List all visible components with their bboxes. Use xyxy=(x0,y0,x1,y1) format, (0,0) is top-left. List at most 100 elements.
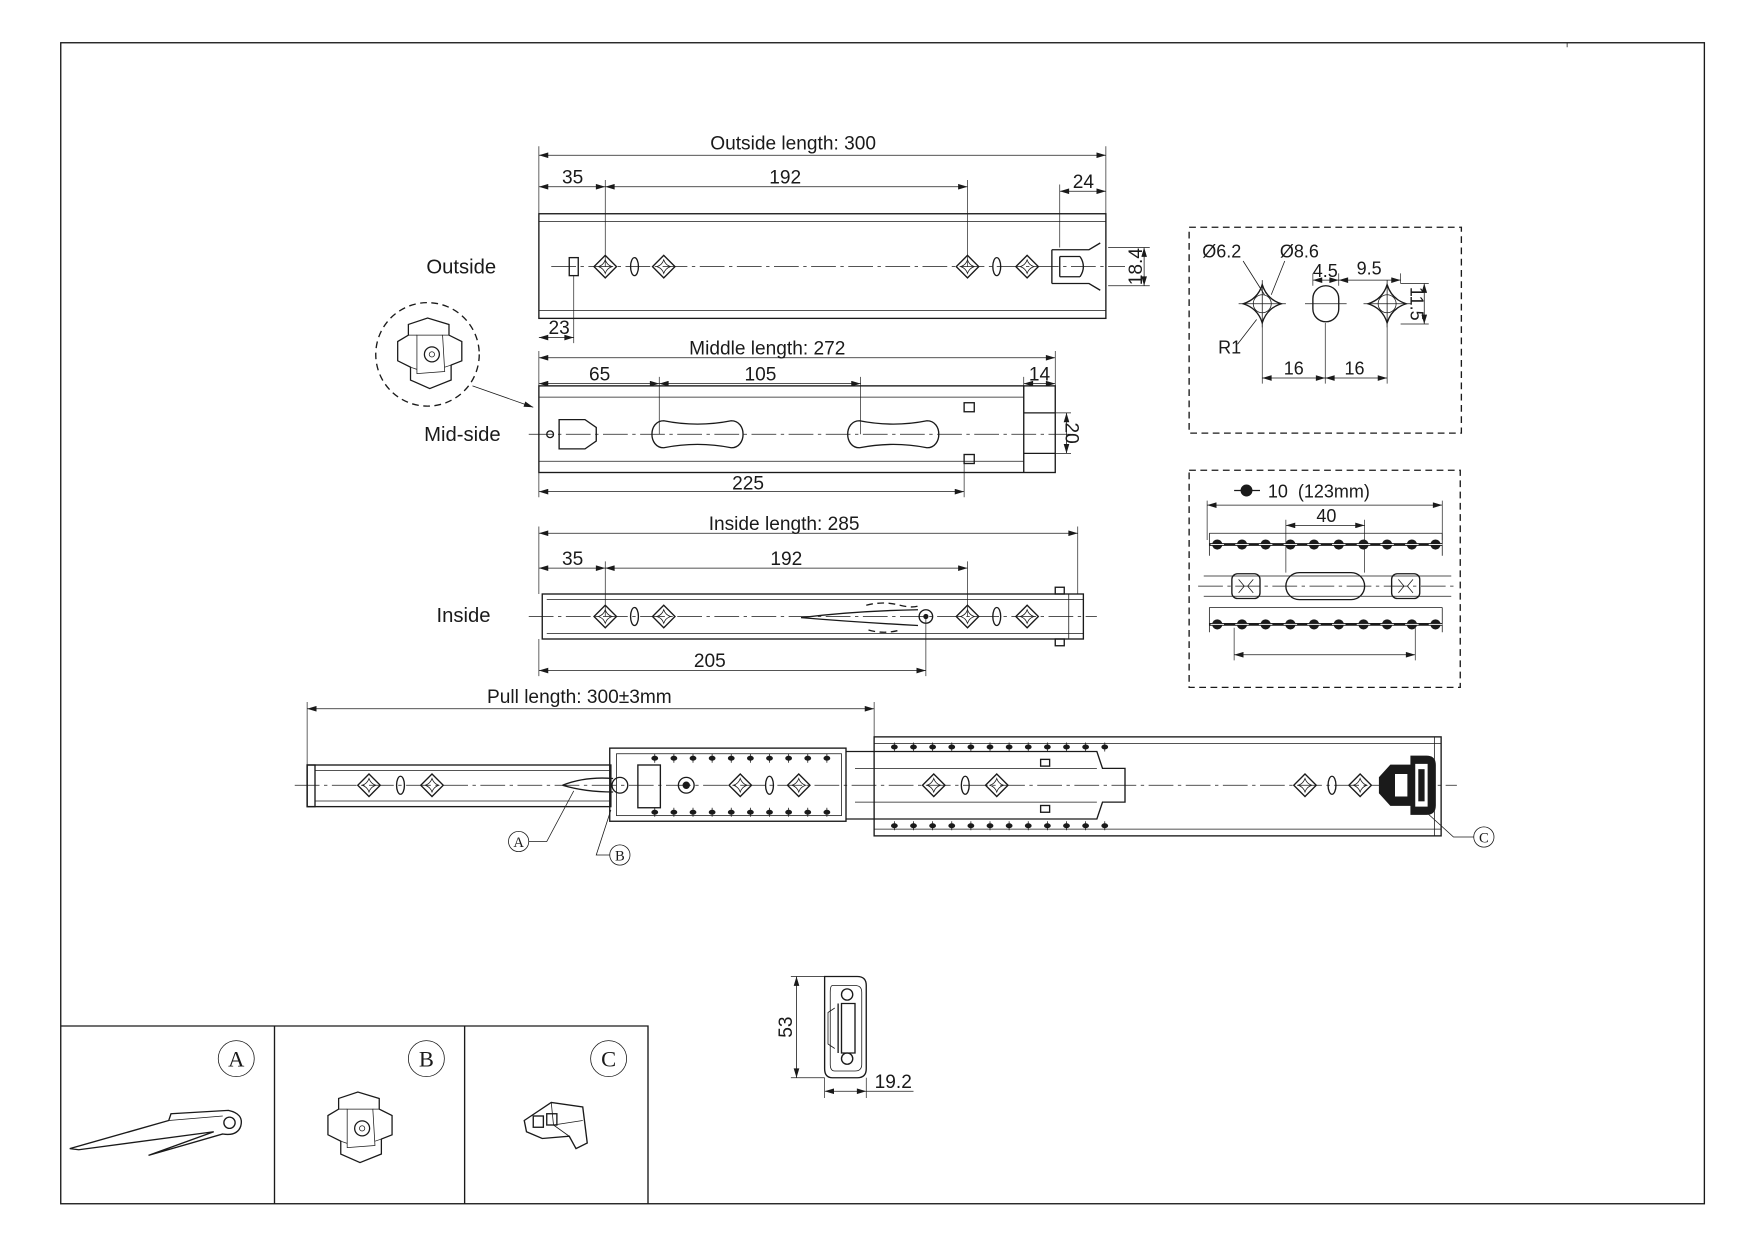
callout-c-letter: C xyxy=(1479,831,1489,847)
outside-dim-35: 35 xyxy=(562,167,583,188)
sheet-border xyxy=(60,42,1706,1205)
ball xyxy=(1258,618,1273,630)
inside-dimensions: Inside length: 285 35 192 205 xyxy=(538,514,1079,677)
spring-latch-part xyxy=(69,1109,242,1157)
radius-dim: R1 xyxy=(1218,337,1241,357)
ball xyxy=(765,753,774,764)
bumper-part xyxy=(523,1101,588,1150)
hole-pitch-right: 16 xyxy=(1344,359,1364,379)
ball xyxy=(1331,538,1346,551)
mounting-hole xyxy=(420,773,444,798)
ball xyxy=(746,753,755,764)
part-b-circle xyxy=(407,1040,445,1078)
detail-arrow xyxy=(472,385,534,408)
hole-dia-small: Ø6.2 xyxy=(1202,242,1241,262)
part-b-letter: B xyxy=(419,1047,434,1072)
cross-section: 53 19.2 xyxy=(776,975,914,1098)
middle-length-label: Middle length: 272 xyxy=(689,338,845,359)
slot-offset-dim: 9.5 xyxy=(1357,259,1382,279)
outside-dim-height: 18.4 xyxy=(1126,248,1147,286)
middle-dim-105: 105 xyxy=(745,364,777,385)
hole-dia-large: Ø8.6 xyxy=(1280,242,1319,262)
outside-dimensions: Outside length: 300 35 192 24 18.4 23 xyxy=(538,134,1150,344)
end-bracket xyxy=(1051,242,1101,291)
assembly-inner-rail xyxy=(306,764,612,808)
ball xyxy=(1283,618,1298,630)
middle-dim-65: 65 xyxy=(589,364,610,385)
part-c-circle xyxy=(590,1040,628,1078)
part-a-letter: A xyxy=(228,1047,245,1072)
slot-width-dim: 4.5 xyxy=(1313,261,1338,281)
clip-detail xyxy=(397,317,463,390)
section-height-dim: 53 xyxy=(776,1016,797,1037)
ball xyxy=(1356,618,1371,630)
ball xyxy=(1210,538,1225,551)
assembly-clip-b xyxy=(611,764,695,809)
part-c-cell: C xyxy=(523,1040,628,1150)
ball xyxy=(1404,538,1420,551)
assembly-ball-cage xyxy=(609,747,847,822)
ball-bar-top xyxy=(1208,532,1443,556)
ball-detail-box: 10 (123mm) 40 xyxy=(1188,469,1461,689)
ball xyxy=(1428,618,1443,630)
hole-pitch-left: 16 xyxy=(1284,359,1304,379)
middle-dimensions: Middle length: 272 65 105 14 20 225 xyxy=(538,338,1082,498)
middle-rail xyxy=(528,385,1071,474)
inside-view-label: Inside xyxy=(436,605,490,627)
inside-dim-35: 35 xyxy=(562,549,583,570)
ball xyxy=(1379,538,1395,551)
clip-part xyxy=(327,1091,393,1164)
ball xyxy=(1356,538,1371,551)
outside-length-label: Outside length: 300 xyxy=(710,134,876,155)
ball xyxy=(708,753,716,764)
inside-rail xyxy=(528,586,1097,647)
assembly-outer-rail xyxy=(873,736,1442,837)
outside-dim-24: 24 xyxy=(1073,172,1095,193)
outside-rail xyxy=(538,213,1125,320)
ball xyxy=(1379,618,1395,630)
inside-length-label: Inside length: 285 xyxy=(709,514,860,535)
parts-table: A B C xyxy=(60,1025,649,1204)
ball-count-label: 10 (123mm) xyxy=(1268,481,1370,501)
keyhole-slot xyxy=(651,420,744,449)
ball xyxy=(689,753,697,764)
ball xyxy=(727,753,736,764)
middle-dim-14: 14 xyxy=(1029,364,1051,385)
ball xyxy=(1306,618,1322,630)
ball xyxy=(1258,538,1273,551)
pull-dimension: Pull length: 300±3mm xyxy=(306,687,875,765)
callout-b: B xyxy=(595,809,631,866)
outside-view-label: Outside xyxy=(426,256,496,278)
ball xyxy=(803,753,812,764)
star-hole xyxy=(1362,279,1412,329)
ball xyxy=(650,753,659,764)
outside-dim-23: 23 xyxy=(548,318,569,339)
part-a-circle xyxy=(217,1040,255,1078)
ball-row-cage-top xyxy=(650,753,831,764)
ball xyxy=(1210,618,1225,630)
extended-slide-assembly: A B C xyxy=(294,736,1495,866)
ball xyxy=(1234,538,1250,551)
callout-c: C xyxy=(1428,814,1495,848)
ball-bar-bottom xyxy=(1208,607,1443,633)
ball xyxy=(1306,538,1322,551)
slot-height-dim: 11.5 xyxy=(1406,287,1426,321)
mounting-hole xyxy=(984,773,1009,798)
ball xyxy=(1428,538,1443,551)
ball xyxy=(1234,618,1250,630)
ball xyxy=(670,753,678,764)
callout-b-letter: B xyxy=(615,849,625,865)
section-width-dim: 19.2 xyxy=(875,1072,912,1093)
mid-side-detail-bubble xyxy=(375,301,534,408)
pull-length-label: Pull length: 300±3mm xyxy=(487,687,672,708)
ball-icon xyxy=(1234,484,1260,497)
ball-cage-middle xyxy=(1198,571,1454,601)
ball xyxy=(823,753,831,764)
callout-a: A xyxy=(508,790,575,853)
ball xyxy=(784,753,793,764)
outside-dim-192: 192 xyxy=(769,167,801,188)
inside-dim-205: 205 xyxy=(694,651,726,672)
part-b-cell: B xyxy=(327,1040,445,1164)
star-hole xyxy=(1237,279,1287,329)
